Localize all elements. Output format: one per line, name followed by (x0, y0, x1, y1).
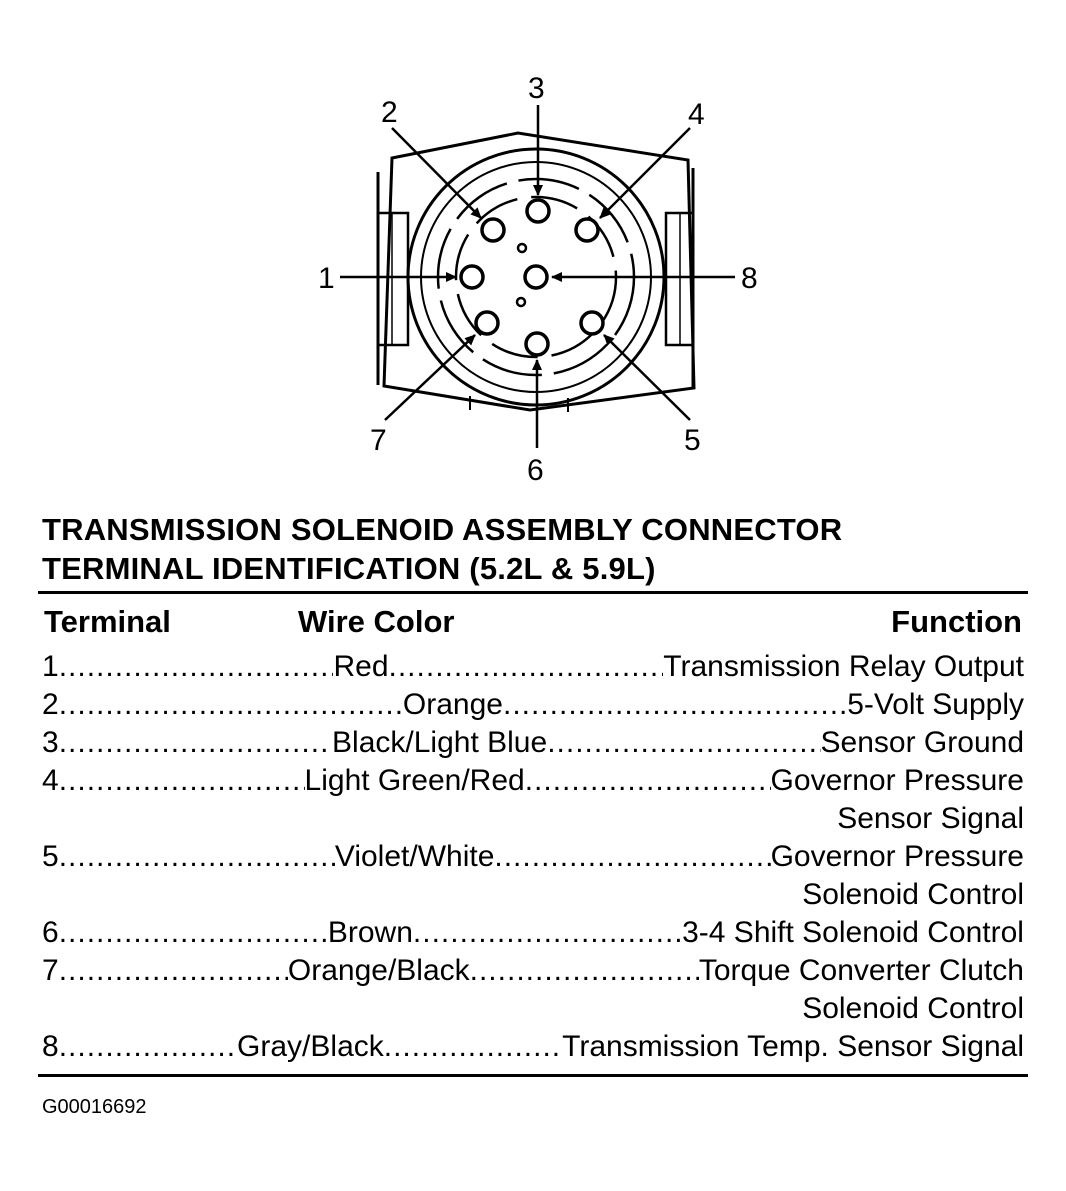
title-line-1: TRANSMISSION SOLENOID ASSEMBLY CONNECTOR (42, 512, 843, 547)
callout-label-8: 8 (741, 262, 758, 295)
table-row-continuation: Solenoid Control (42, 990, 1024, 1028)
terminal-function: Transmission Temp. Sensor Signal (562, 1030, 1024, 1063)
key-hole-lower (515, 296, 527, 308)
figure-title: TRANSMISSION SOLENOID ASSEMBLY CONNECTOR… (42, 510, 842, 588)
pin-5 (579, 310, 605, 336)
table-row: 1 Red Transmission Relay Output (42, 648, 1024, 686)
key-hole-upper (516, 242, 528, 254)
terminal-pins (459, 198, 605, 357)
header-function: Function (891, 604, 1022, 639)
terminal-function-continued: Solenoid Control (802, 992, 1024, 1025)
table-row: 3 Black/Light Blue Sensor Ground (42, 724, 1024, 762)
table-row: 4 Light Green/Red Governor Pressure (42, 762, 1024, 800)
pin-7 (474, 310, 500, 336)
dot-leader (59, 952, 288, 990)
terminal-number: 2 (42, 688, 59, 721)
wire-color: Black/Light Blue (332, 726, 548, 759)
wire-color: Violet/White (334, 840, 495, 873)
dot-leader (59, 1028, 237, 1066)
table-row: 2 Orange 5-Volt Supply (42, 686, 1024, 724)
terminal-function: Torque Converter Clutch (698, 954, 1024, 987)
wire-color: Brown (327, 916, 413, 949)
table-row-continuation: Sensor Signal (42, 800, 1024, 838)
pin-4 (574, 217, 600, 243)
terminal-number: 6 (42, 916, 59, 949)
callout-label-3: 3 (528, 72, 545, 105)
arrow-5 (603, 334, 691, 421)
dot-leader (389, 648, 664, 686)
dot-leader (413, 914, 682, 952)
terminal-function: Transmission Relay Output (663, 650, 1024, 683)
table-row: 7 Orange/Black Torque Converter Clutch (42, 952, 1024, 990)
table-row-continuation: Solenoid Control (42, 876, 1024, 914)
arrow-2 (391, 127, 482, 219)
wire-color: Light Green/Red (304, 764, 525, 797)
callout-label-5: 5 (684, 424, 701, 457)
terminal-function: Sensor Ground (820, 726, 1024, 759)
terminal-function: Governor Pressure (770, 840, 1024, 873)
dot-leader (384, 1028, 562, 1066)
callout-label-1: 1 (318, 262, 335, 295)
table-row: 8 Gray/Black Transmission Temp. Sensor Sig… (42, 1028, 1024, 1066)
terminal-function: 3-4 Shift Solenoid Control (682, 916, 1024, 949)
terminal-function-continued: Solenoid Control (802, 878, 1024, 911)
terminal-number: 5 (42, 840, 59, 873)
table-body: 1 Red Transmission Relay Output 2 Orange 5-Vo… (42, 648, 1024, 1066)
dot-leader (59, 914, 328, 952)
pin-6 (524, 331, 550, 357)
table-top-rule (38, 591, 1028, 594)
dot-leader (525, 762, 771, 800)
terminal-function-continued: Sensor Signal (837, 802, 1024, 835)
pin-2 (480, 217, 506, 243)
callout-label-4: 4 (688, 98, 705, 131)
wire-color: Red (333, 650, 389, 683)
terminal-function: 5-Volt Supply (847, 688, 1024, 721)
callout-label-6: 6 (527, 454, 544, 487)
pin-3 (525, 198, 551, 224)
dot-leader (547, 724, 820, 762)
terminal-number: 1 (42, 650, 59, 683)
pin-8 (523, 264, 549, 290)
dot-leader (503, 686, 847, 724)
figure-id: G00016692 (42, 1096, 147, 1118)
wire-color: Gray/Black (237, 1030, 384, 1063)
terminal-number: 8 (42, 1030, 59, 1063)
header-wire-color: Wire Color (298, 604, 455, 639)
pin-1 (459, 264, 485, 290)
callout-label-7: 7 (370, 424, 387, 457)
dot-leader (59, 838, 335, 876)
terminal-function: Governor Pressure (770, 764, 1024, 797)
dot-leader (59, 686, 403, 724)
dot-leader (59, 762, 305, 800)
table-row: 6 Brown 3-4 Shift Solenoid Control (42, 914, 1024, 952)
dot-leader (494, 838, 770, 876)
arrow-4 (599, 127, 691, 219)
table-bottom-rule (38, 1074, 1028, 1077)
callout-arrows (340, 105, 735, 448)
table-header: Terminal Wire Color Function (42, 600, 1024, 648)
arrow-7 (384, 334, 476, 421)
dot-leader (470, 952, 699, 990)
callout-label-2: 2 (381, 96, 398, 129)
dot-leader (59, 724, 332, 762)
table-row: 5 Violet/White Governor Pressure (42, 838, 1024, 876)
terminal-number: 3 (42, 726, 59, 759)
wire-color: Orange/Black (287, 954, 470, 987)
connector-diagram: 1 2 3 4 5 6 7 8 (318, 72, 758, 487)
wire-color: Orange (402, 688, 503, 721)
title-line-2: TERMINAL IDENTIFICATION (5.2L & 5.9L) (42, 551, 656, 586)
header-terminal: Terminal (44, 604, 171, 639)
terminal-number: 4 (42, 764, 59, 797)
callout-labels: 1 2 3 4 5 6 7 8 (318, 72, 758, 487)
terminal-number: 7 (42, 954, 59, 987)
dot-leader (59, 648, 334, 686)
terminal-table: Terminal Wire Color Function 1RedTransmi… (42, 600, 1024, 1066)
